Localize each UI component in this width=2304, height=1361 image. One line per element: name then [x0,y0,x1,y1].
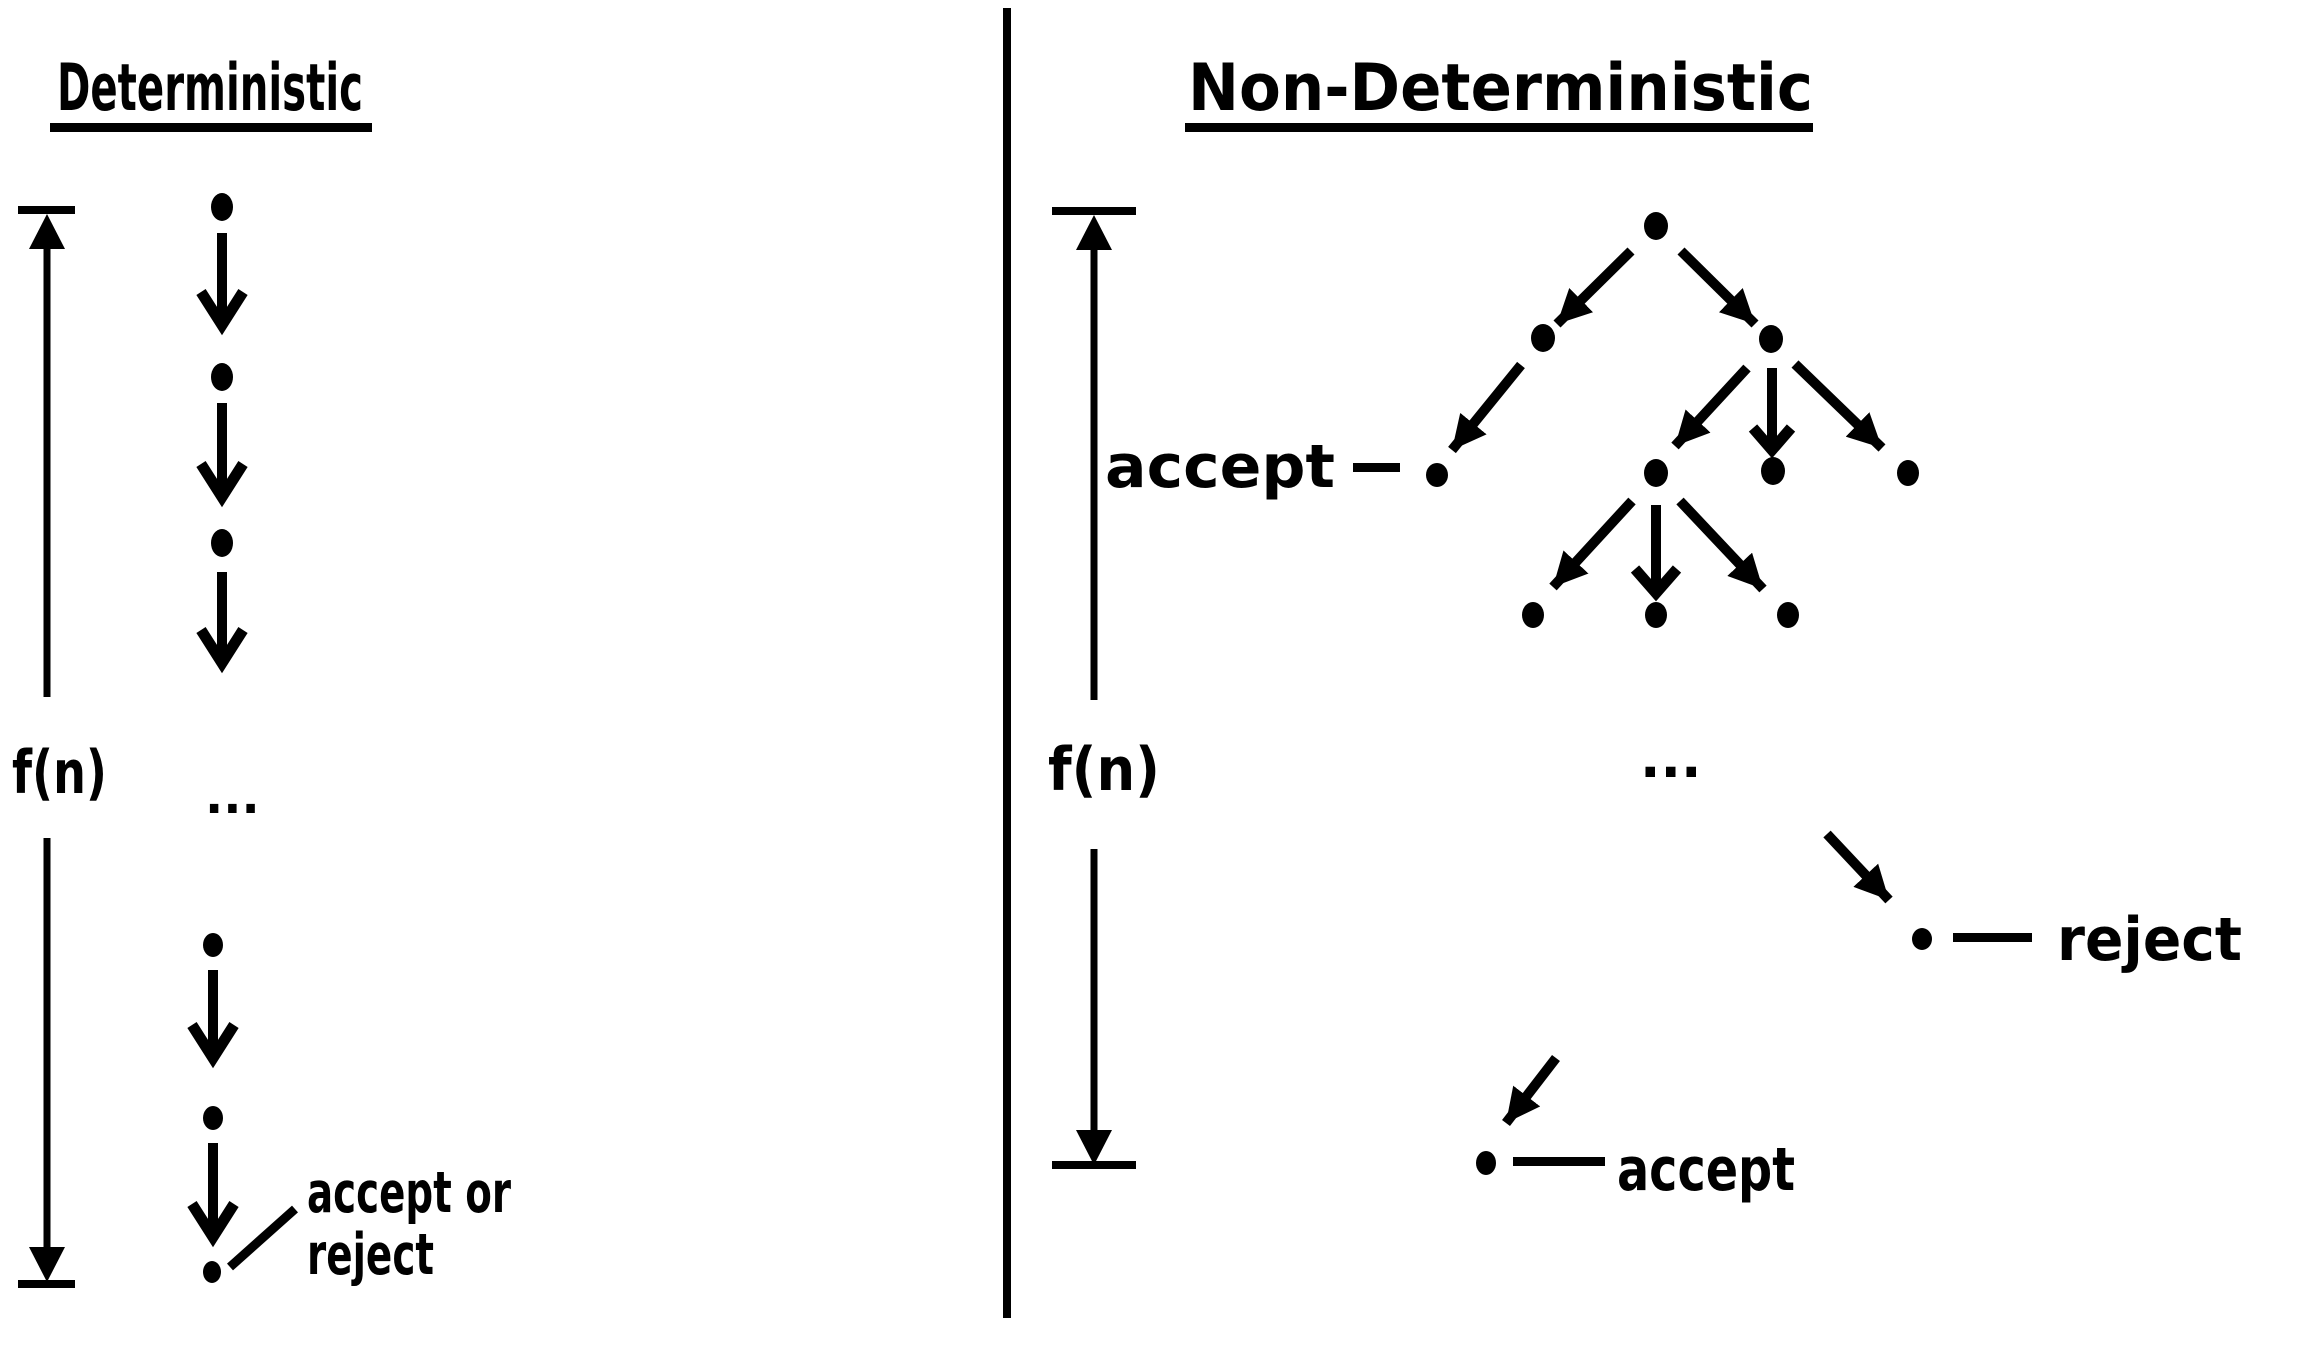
edge-l1-right-to-l2-right [1791,360,1886,452]
left-measure-arrow [18,206,75,1288]
edge-l1-left-to-accept-leaf [1448,361,1525,454]
measure-up-arrowhead [1076,215,1112,250]
right-measure-label: f(n) [1048,735,1160,805]
edge-l2-left-to-l3-mid-head [1630,565,1682,602]
edge-l1-right-to-l2-mid-head [1748,424,1796,459]
chain-dot-1 [211,193,233,221]
chain-dot-5 [203,1106,223,1130]
edge-root-to-l1-right [1677,247,1759,328]
left-panel: Deterministic f(n) ... [12,51,511,1288]
chain-final-dot [203,1261,221,1283]
chain-arrow-4-head [187,1022,239,1069]
reject-dash [1953,933,2032,942]
measure-down-arrowhead [29,1247,65,1282]
reject-branch-label: reject [2057,905,2242,975]
tree-l3-left-dot [1522,602,1544,628]
tree-l1-right-dot [1759,325,1783,353]
computation-tree [1426,212,1919,628]
edge-to-reject-leaf [1823,830,1893,904]
edge-to-bottom-accept-leaf [1502,1054,1560,1127]
bottom-accept-branch: accept [1476,1054,1795,1205]
tree-accept-leaf-dot [1426,463,1448,487]
chain-dot-2 [211,363,233,391]
edge-root-to-l1-left [1553,247,1635,328]
bottom-accept-leaf-dot [1476,1151,1496,1175]
edge-l1-right-to-l2-left [1671,364,1751,450]
measure-up-arrowhead [29,214,65,249]
measure-down-arrowhead [1076,1130,1112,1165]
outcome-label-line2: reject [307,1222,434,1288]
reject-branch: reject [1823,830,2242,975]
left-title-underline [50,123,372,132]
left-measure-label: f(n) [12,738,107,808]
chain-arrow-3-head [196,627,248,674]
right-panel: Non-Deterministic f(n) [1048,51,2242,1205]
edge-l2-left-to-l3-left [1549,497,1636,591]
bottom-accept-label: accept [1617,1135,1795,1205]
chain-arrow-1-head [196,289,248,336]
right-title-underline [1185,123,1813,132]
edge-l2-left-to-l3-right [1676,497,1767,593]
tree-l2-right-dot [1897,460,1919,486]
left-ellipsis: ... [205,769,260,825]
tree-l2-mid-dot [1761,457,1785,485]
right-ellipsis: ... [1640,727,1702,790]
chain-arrow-2-head [196,461,248,508]
tree-l3-right-dot [1777,602,1799,628]
right-measure-arrow [1052,207,1136,1169]
chain-dot-3 [211,529,233,557]
measure-top-bar [18,206,75,214]
right-panel-title: Non-Deterministic [1188,51,1813,126]
outcome-label-line1: accept or [307,1160,511,1226]
reject-leaf-dot [1912,928,1932,950]
accept-branch-label: accept [1105,432,1335,502]
tree-l3-mid-dot [1645,602,1667,628]
outcome-callout-line [227,1205,298,1271]
accept-branch-dash [1353,463,1400,472]
chain-arrow-5-head [187,1201,239,1248]
measure-bottom-bar [1052,1161,1136,1169]
measure-bottom-bar [18,1280,75,1288]
tree-l2-left-dot [1644,459,1668,487]
tree-l1-left-dot [1531,324,1555,352]
measure-top-bar [1052,207,1136,215]
chain-dot-4 [203,933,223,957]
bottom-accept-dash [1513,1157,1605,1166]
left-computation-chain: ... [187,193,260,1283]
left-panel-title: Deterministic [57,51,363,126]
tree-root-dot [1644,212,1668,240]
